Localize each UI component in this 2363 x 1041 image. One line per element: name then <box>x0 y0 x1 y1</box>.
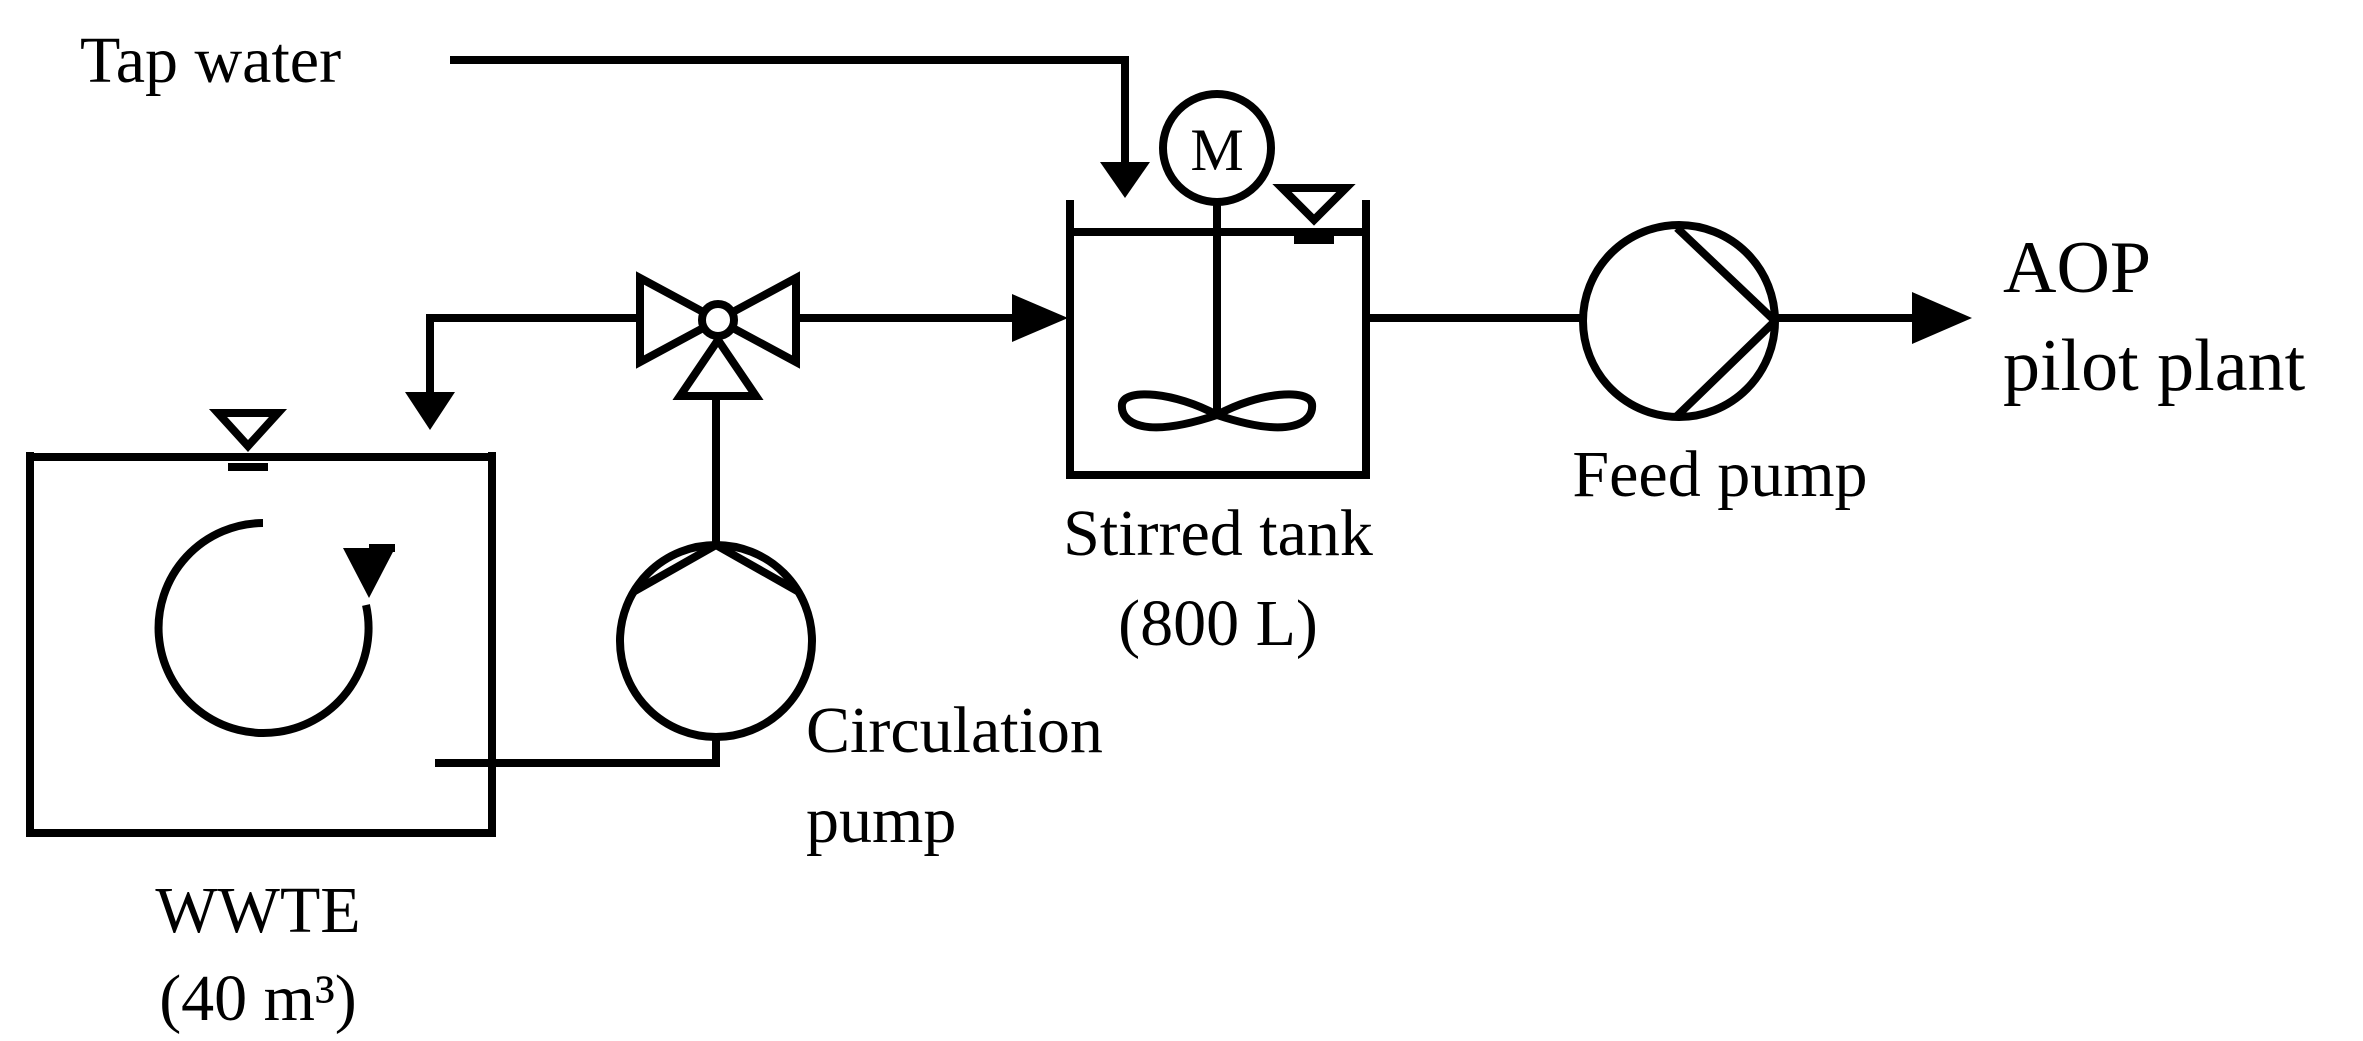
stirred-tank-level-indicator <box>1272 184 1356 226</box>
feed-to-aop-line <box>1775 292 1972 344</box>
tank-inlet-arrowhead <box>1012 294 1068 342</box>
suction-line <box>435 735 720 767</box>
impeller-icon <box>1117 390 1227 432</box>
wwte-tank <box>26 409 496 837</box>
tap-water-arrowhead <box>1100 162 1150 198</box>
aop-arrowhead <box>1912 292 1972 344</box>
return-arrowhead <box>405 392 455 430</box>
tap-water-label: Tap water <box>80 24 341 97</box>
return-line <box>405 314 640 430</box>
aop-label-line2: pilot plant <box>2003 325 2306 407</box>
wwte-level-indicator <box>208 409 288 452</box>
wwte-label-line1: WWTE <box>155 874 360 947</box>
tap-water-line <box>450 56 1150 198</box>
circulation-pump-label-line1: Circulation <box>806 694 1103 767</box>
circulation-pump-label-line2: pump <box>806 784 956 857</box>
three-way-valve <box>636 271 800 400</box>
stirred-tank-label-line1: Stirred tank <box>1063 497 1373 570</box>
stirred-tank-label-line2: (800 L) <box>1118 587 1318 660</box>
feed-pump-label: Feed pump <box>1572 438 1867 511</box>
wwte-label-line2: (40 m³) <box>159 962 357 1035</box>
feed-pump <box>1579 221 1779 421</box>
motor-label: M <box>1190 117 1243 183</box>
aop-label-line1: AOP <box>2003 227 2151 309</box>
circulation-pump <box>616 400 816 741</box>
circulation-arrowhead <box>343 548 395 598</box>
wwte-circulation-icon <box>154 519 373 737</box>
stirred-tank: M <box>1066 90 1370 479</box>
valve-to-tank-line <box>796 294 1068 342</box>
